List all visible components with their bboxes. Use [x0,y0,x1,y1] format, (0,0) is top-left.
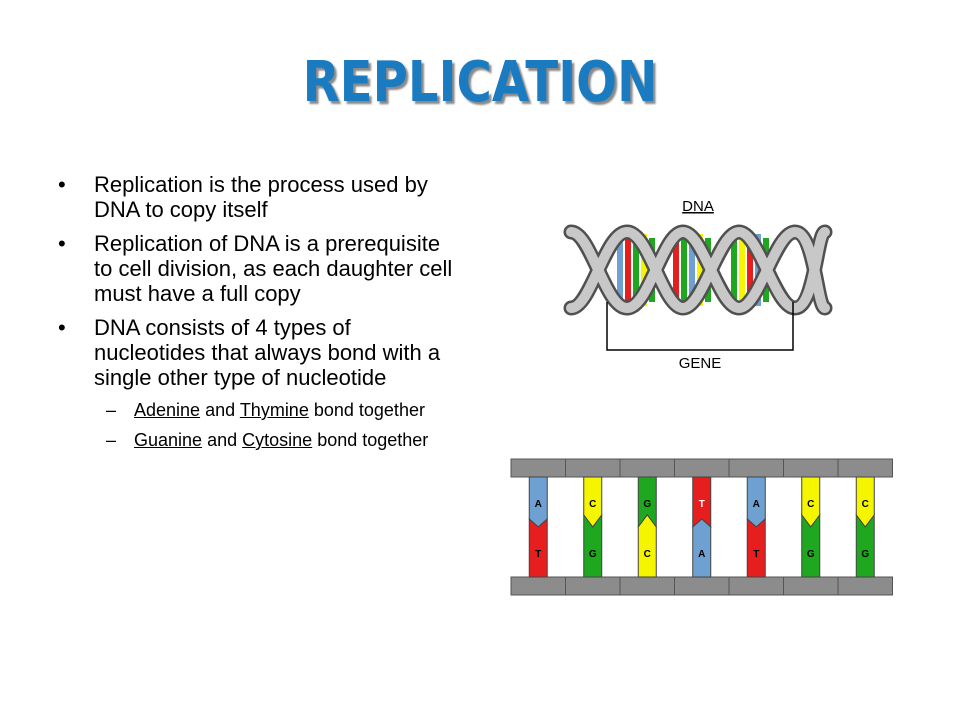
base-label-top: T [699,499,705,510]
top-backbone-segment [565,458,621,478]
nucleotide-bottom [583,513,603,578]
bullet-list: • Replication is the process used by DNA… [58,172,458,459]
base-label-bottom: T [535,549,541,560]
bottom-backbone-segment [674,576,730,596]
base-label-bottom: G [807,549,815,560]
bottom-backbone-segment [783,576,839,596]
base-label-bottom: A [698,549,705,560]
sub-bullet-text: Guanine and Cytosine bond together [134,429,428,451]
sub-bullet-item: – Adenine and Thymine bond together [106,399,458,421]
sub-bullet-item: – Guanine and Cytosine bond together [106,429,458,451]
base-label-top: C [589,499,596,510]
bullet-dot: • [58,231,66,256]
base-pair-diagram: A T C G G C T A A T C G C G [510,458,893,596]
dna-label: DNA [682,198,714,215]
nucleotide-bottom [692,518,712,578]
base-label-bottom: G [589,549,597,560]
base-label-top: A [535,499,542,510]
base-label-top: C [807,499,814,510]
bullet-text: Replication of DNA is a prerequisite to … [94,231,453,306]
tail: bond together [313,400,425,420]
top-backbone-segment [510,458,566,478]
term-guanine: Guanine [134,430,203,450]
base-label-top: G [643,499,651,510]
page-title: REPLICATION [302,50,658,115]
top-backbone-segment [728,458,784,478]
nucleotide-bottom [746,517,766,578]
joiner: and [205,400,236,420]
top-backbone-segment [674,458,730,478]
nucleotide-bottom [637,514,657,578]
gene-label: GENE [679,355,722,372]
term-adenine: Adenine [134,400,201,420]
bullet-text: DNA consists of 4 types of nucleotides t… [94,315,441,390]
nucleotide-bottom [855,513,875,578]
term-thymine: Thymine [239,400,309,420]
helix-backbones-highlight [566,226,830,314]
bullet-item: • Replication is the process used by DNA… [58,172,458,222]
sub-bullet-dash: – [106,430,117,450]
gene-bracket [606,302,794,351]
bullet-dot: • [58,315,66,340]
bottom-backbone-segment [510,576,566,596]
dna-helix-diagram: DNA GENE [563,198,833,372]
top-backbone-segment [783,458,839,478]
top-backbone-segment [837,458,893,478]
base-label-bottom: T [753,549,759,560]
joiner: and [207,430,238,450]
nucleotide-bottom [528,517,548,578]
bottom-backbone-segment [619,576,675,596]
bullet-item: • Replication of DNA is a prerequisite t… [58,231,458,306]
bottom-backbone-segment [837,576,893,596]
tail: bond together [317,430,429,450]
base-label-top: A [753,499,760,510]
bottom-backbone-segment [565,576,621,596]
bullet-item: • DNA consists of 4 types of nucleotides… [58,315,458,390]
base-label-bottom: G [861,549,869,560]
bullet-text: Replication is the process used by DNA t… [94,172,428,222]
base-label-bottom: C [644,549,651,560]
bottom-backbone-segment [728,576,784,596]
bullet-dot: • [58,172,66,197]
sub-bullet-text: Adenine and Thymine bond together [134,399,425,421]
top-backbone-segment [619,458,675,478]
term-cytosine: Cytosine [242,430,313,450]
sub-bullet-dash: – [106,400,117,420]
nucleotide-bottom [801,513,821,578]
base-label-top: C [862,499,869,510]
